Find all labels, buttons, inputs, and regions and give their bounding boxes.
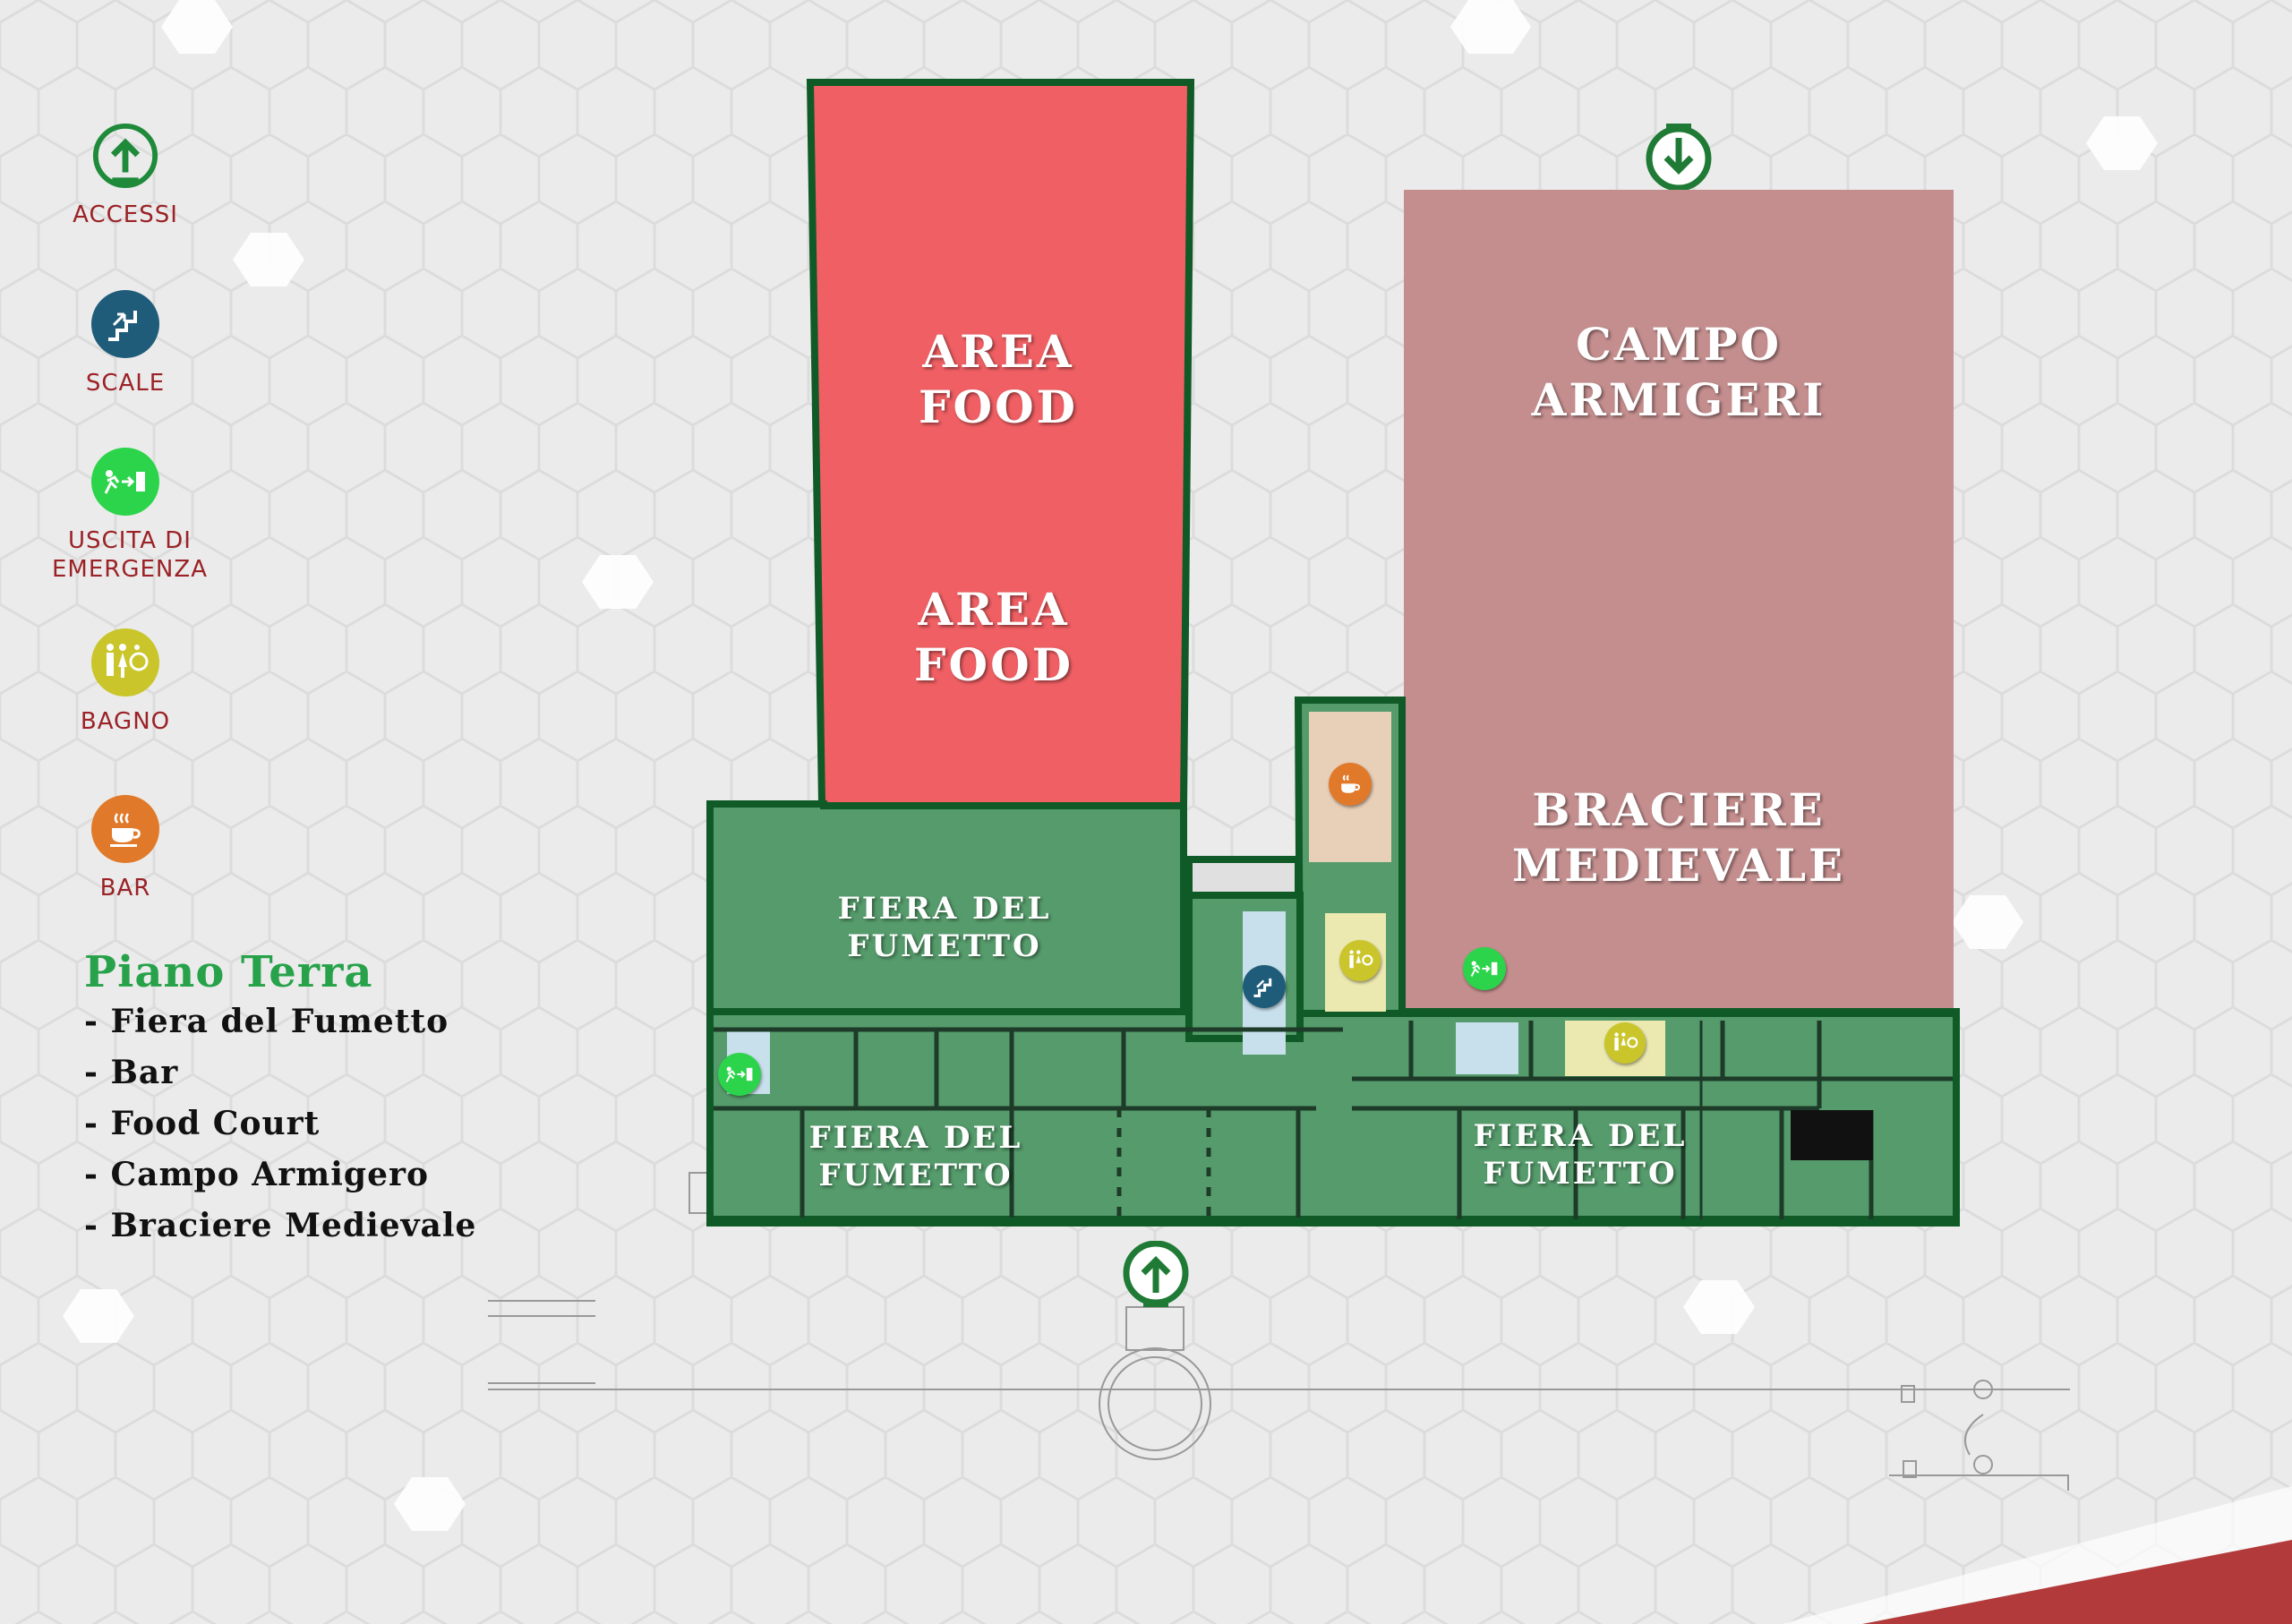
floor-list-item: - Food Court	[84, 1105, 321, 1142]
restroom-icon	[91, 628, 159, 697]
legend-uscita: USCITA DI EMERGENZA	[36, 448, 215, 584]
stairs-icon	[91, 290, 159, 358]
zone-label-fiera-del-fumetto: FIERA DEL FUMETTO	[837, 891, 1052, 964]
legend-scale: SCALE	[36, 290, 215, 397]
floor-list: - Fiera del Fumetto - Bar - Food Court -…	[84, 1003, 476, 1258]
floor-list-item: - Bar	[84, 1054, 179, 1091]
zone-campo-armigeri	[1404, 190, 1954, 1013]
coffee-icon[interactable]	[1329, 763, 1372, 806]
legend-label: USCITA DI EMERGENZA	[52, 527, 208, 583]
legend-label: ACCESSI	[73, 201, 178, 228]
coffee-icon	[91, 795, 159, 863]
zone-label-braciere-medievale: BRACIERE MEDIEVALE	[1511, 783, 1846, 892]
zone-label-fiera-del-fumetto: FIERA DEL FUMETTO	[808, 1120, 1023, 1193]
legend-label: BAR	[99, 875, 151, 902]
stairs-icon[interactable]	[1243, 965, 1286, 1008]
entrance-icon[interactable]	[1644, 120, 1714, 190]
zone-area-food	[806, 79, 1195, 809]
floor-list-item: - Braciere Medievale	[84, 1207, 477, 1244]
legend-bagno: BAGNO	[36, 628, 215, 736]
emergency-exit-icon	[91, 448, 159, 516]
zone-label-campo-armigeri: CAMPO ARMIGERI	[1531, 318, 1826, 426]
emergency-exit-icon[interactable]	[1463, 947, 1506, 990]
floor-list-item: - Campo Armigero	[84, 1156, 429, 1193]
restroom-icon[interactable]	[1339, 940, 1381, 981]
legend-accessi: ACCESSI	[36, 122, 215, 229]
zone-label-area-food: AREA FOOD	[919, 325, 1078, 433]
legend-label: BAGNO	[80, 708, 171, 735]
floor-list-item: - Fiera del Fumetto	[84, 1003, 449, 1040]
entrance-icon[interactable]	[1121, 1241, 1191, 1311]
zone-label-area-food: AREA FOOD	[914, 583, 1073, 691]
legend-label: SCALE	[85, 370, 166, 397]
zone-label-fiera-del-fumetto: FIERA DEL FUMETTO	[1473, 1118, 1688, 1192]
floor-title: Piano Terra	[84, 947, 373, 997]
entrance-icon	[91, 122, 159, 190]
emergency-exit-icon[interactable]	[718, 1053, 761, 1096]
legend-bar: BAR	[36, 795, 215, 902]
restroom-icon[interactable]	[1604, 1022, 1646, 1064]
